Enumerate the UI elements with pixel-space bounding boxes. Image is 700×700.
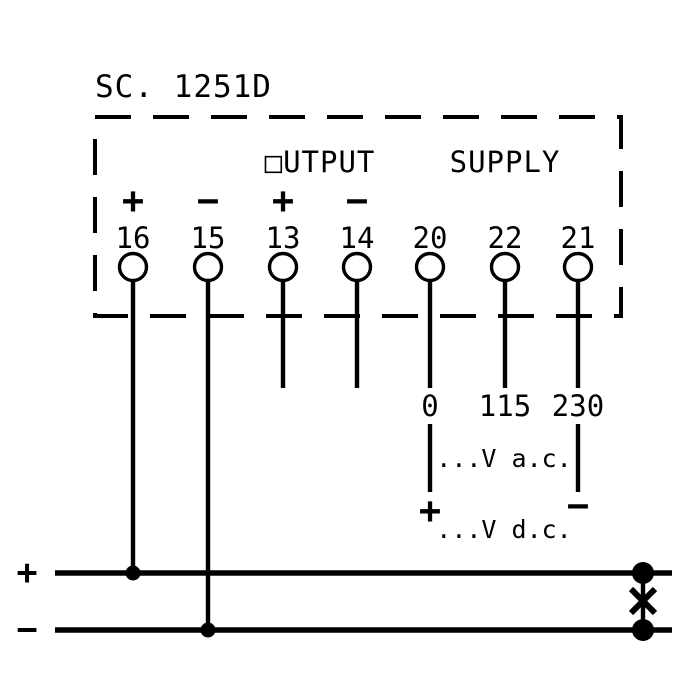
terminal-polarity-15: −: [196, 179, 220, 222]
dc-polarity-positive: +: [418, 489, 442, 532]
terminal-circle-13: [267, 251, 299, 283]
terminal-polarity-13: +: [271, 179, 295, 222]
terminal-circle-21: [562, 251, 594, 283]
ac-rating-label: ...V a.c.: [436, 444, 572, 473]
terminal-number-14: 14: [339, 221, 375, 255]
terminal-number-15: 15: [190, 221, 226, 255]
junction-dot-load-positive: [632, 562, 654, 584]
terminal-circle-16: [117, 251, 149, 283]
terminal-number-13: 13: [265, 221, 301, 255]
load-cross-icon-stroke-b: [628, 586, 658, 616]
voltage-tap-label-0: 0: [421, 389, 439, 423]
dc-rating-label: ...V d.c.: [436, 515, 572, 544]
page-title: SC. 1251D: [95, 69, 272, 105]
terminal-circle-14: [341, 251, 373, 283]
rail-label-positive: +: [16, 553, 38, 593]
terminal-polarity-16: +: [121, 179, 145, 222]
terminal-circle-15: [192, 251, 224, 283]
voltage-tap-label-230: 230: [551, 389, 605, 423]
terminal-number-22: 22: [487, 221, 523, 255]
terminal-number-20: 20: [412, 221, 448, 255]
junction-dot-terminal-16: [125, 565, 141, 581]
terminal-circle-22: [489, 251, 521, 283]
section-label-supply: SUPPLY: [449, 145, 561, 179]
terminal-number-21: 21: [560, 221, 596, 255]
terminal-number-16: 16: [115, 221, 151, 255]
voltage-tap-label-115: 115: [478, 389, 532, 423]
section-label-output: □UTPUT: [264, 145, 376, 179]
junction-dot-load-negative: [632, 619, 654, 641]
rail-label-negative: −: [16, 610, 38, 650]
terminal-circle-20: [414, 251, 446, 283]
junction-dot-terminal-15: [200, 622, 216, 638]
terminal-polarity-14: −: [345, 179, 369, 222]
dc-polarity-negative: −: [566, 484, 590, 527]
